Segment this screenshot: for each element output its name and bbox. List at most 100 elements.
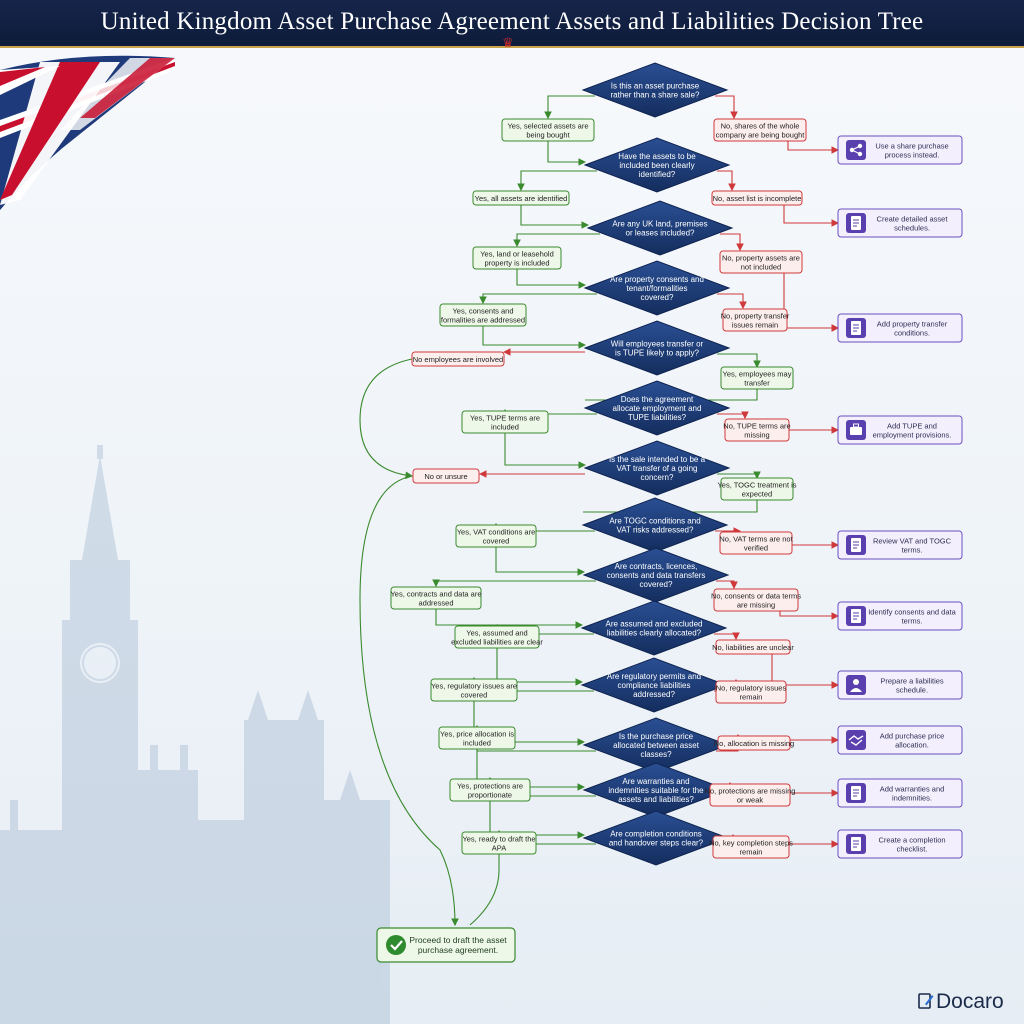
text-line: Yes, TUPE terms are xyxy=(470,414,540,423)
yes-connector xyxy=(435,609,584,629)
text-line: covered xyxy=(483,537,510,546)
yes-connector xyxy=(504,433,587,469)
answer-text: No, allocation is missing xyxy=(714,739,794,748)
text-line: No, consents or data terms xyxy=(711,592,801,601)
text-line: Yes, ready to draft the xyxy=(462,835,535,844)
text-line: Are any UK land, premises xyxy=(612,220,707,229)
no-connector xyxy=(715,95,738,120)
pen-document-icon xyxy=(918,993,934,1009)
text-line: liabilities clearly allocated? xyxy=(607,629,702,638)
answer-box-shape xyxy=(439,303,527,327)
answer-box-shape xyxy=(472,190,570,206)
yes-connector xyxy=(516,269,587,289)
text-line: Are assumed and excluded xyxy=(606,620,703,629)
crown-icon: ♛ xyxy=(502,35,514,50)
answer-box-shape xyxy=(461,410,549,434)
no-connector xyxy=(717,170,736,192)
yes-connector xyxy=(517,170,597,192)
text-line: No, property assets are xyxy=(722,254,800,263)
diamond-shape xyxy=(582,547,730,603)
yes-connector xyxy=(717,471,761,480)
text-line: included xyxy=(463,739,491,748)
yes-connector xyxy=(432,579,596,588)
text-line: addressed xyxy=(418,599,453,608)
text-line: No, key completion steps xyxy=(709,839,793,848)
text-line: are missing xyxy=(737,601,775,610)
answer-box-shape xyxy=(709,783,791,807)
text-line: Are completion conditions xyxy=(610,830,702,839)
connector-lines xyxy=(359,95,840,927)
text-line: missing xyxy=(744,431,769,440)
answer-box-shape xyxy=(711,190,803,206)
text-line: Yes, all assets are identified xyxy=(475,194,568,203)
answer-text: No, asset list is incomplete xyxy=(713,194,802,203)
handshake-icon xyxy=(846,730,866,750)
text-line: No, allocation is missing xyxy=(714,739,794,748)
text-line: Will employees transfer or xyxy=(611,340,704,349)
no-connector xyxy=(771,654,840,689)
answer-text: No, liabilities are unclear xyxy=(712,643,794,652)
answer-box-shape xyxy=(712,835,790,859)
yes-connector xyxy=(496,648,584,686)
text-line: excluded liabilities are clear xyxy=(451,638,543,647)
text-line: Have the assets to be xyxy=(618,152,696,161)
answer-box-shape xyxy=(713,588,799,612)
yes-connector xyxy=(495,547,586,576)
no-connector xyxy=(716,580,738,590)
text-line: remain xyxy=(740,848,763,857)
text-line: issues remain xyxy=(732,321,778,330)
yes-connector xyxy=(469,854,500,926)
text-line: schedules. xyxy=(894,224,930,233)
text-line: Yes, selected assets are xyxy=(507,122,588,131)
text-line: assets and liabilities? xyxy=(618,795,694,804)
diamond-shape xyxy=(583,380,731,436)
no-connector xyxy=(779,611,840,620)
text-line: No, regulatory issues xyxy=(716,684,787,693)
answer-box-shape xyxy=(412,468,480,484)
diamond-shape xyxy=(580,600,728,656)
text-line: Yes, TOGC treatment is xyxy=(717,481,796,490)
action-box-shape xyxy=(837,829,963,859)
briefcase-icon xyxy=(846,420,866,440)
text-line: purchase agreement. xyxy=(418,945,498,955)
text-line: No, shares of the whole xyxy=(721,122,800,131)
diamond-shape xyxy=(586,200,734,256)
no-answer-box: No employees are involved xyxy=(411,351,505,367)
page-title: United Kingdom Asset Purchase Agreement … xyxy=(100,8,924,35)
text-line: No, property transfer xyxy=(721,312,790,321)
yes-answer-box: Yes, all assets are identified xyxy=(472,190,570,206)
text-line: property is included xyxy=(484,259,549,268)
action-box-shape xyxy=(837,670,963,700)
text-line: conditions. xyxy=(894,329,930,338)
yes-connector xyxy=(513,233,600,248)
text-line: indemnities suitable for the xyxy=(608,786,704,795)
yes-connector xyxy=(547,141,587,166)
text-line: remain xyxy=(740,693,763,702)
text-line: APA xyxy=(492,844,506,853)
final-box-shape xyxy=(376,927,516,963)
answer-box-shape xyxy=(454,625,540,649)
text-line: Create detailed asset xyxy=(877,215,949,224)
